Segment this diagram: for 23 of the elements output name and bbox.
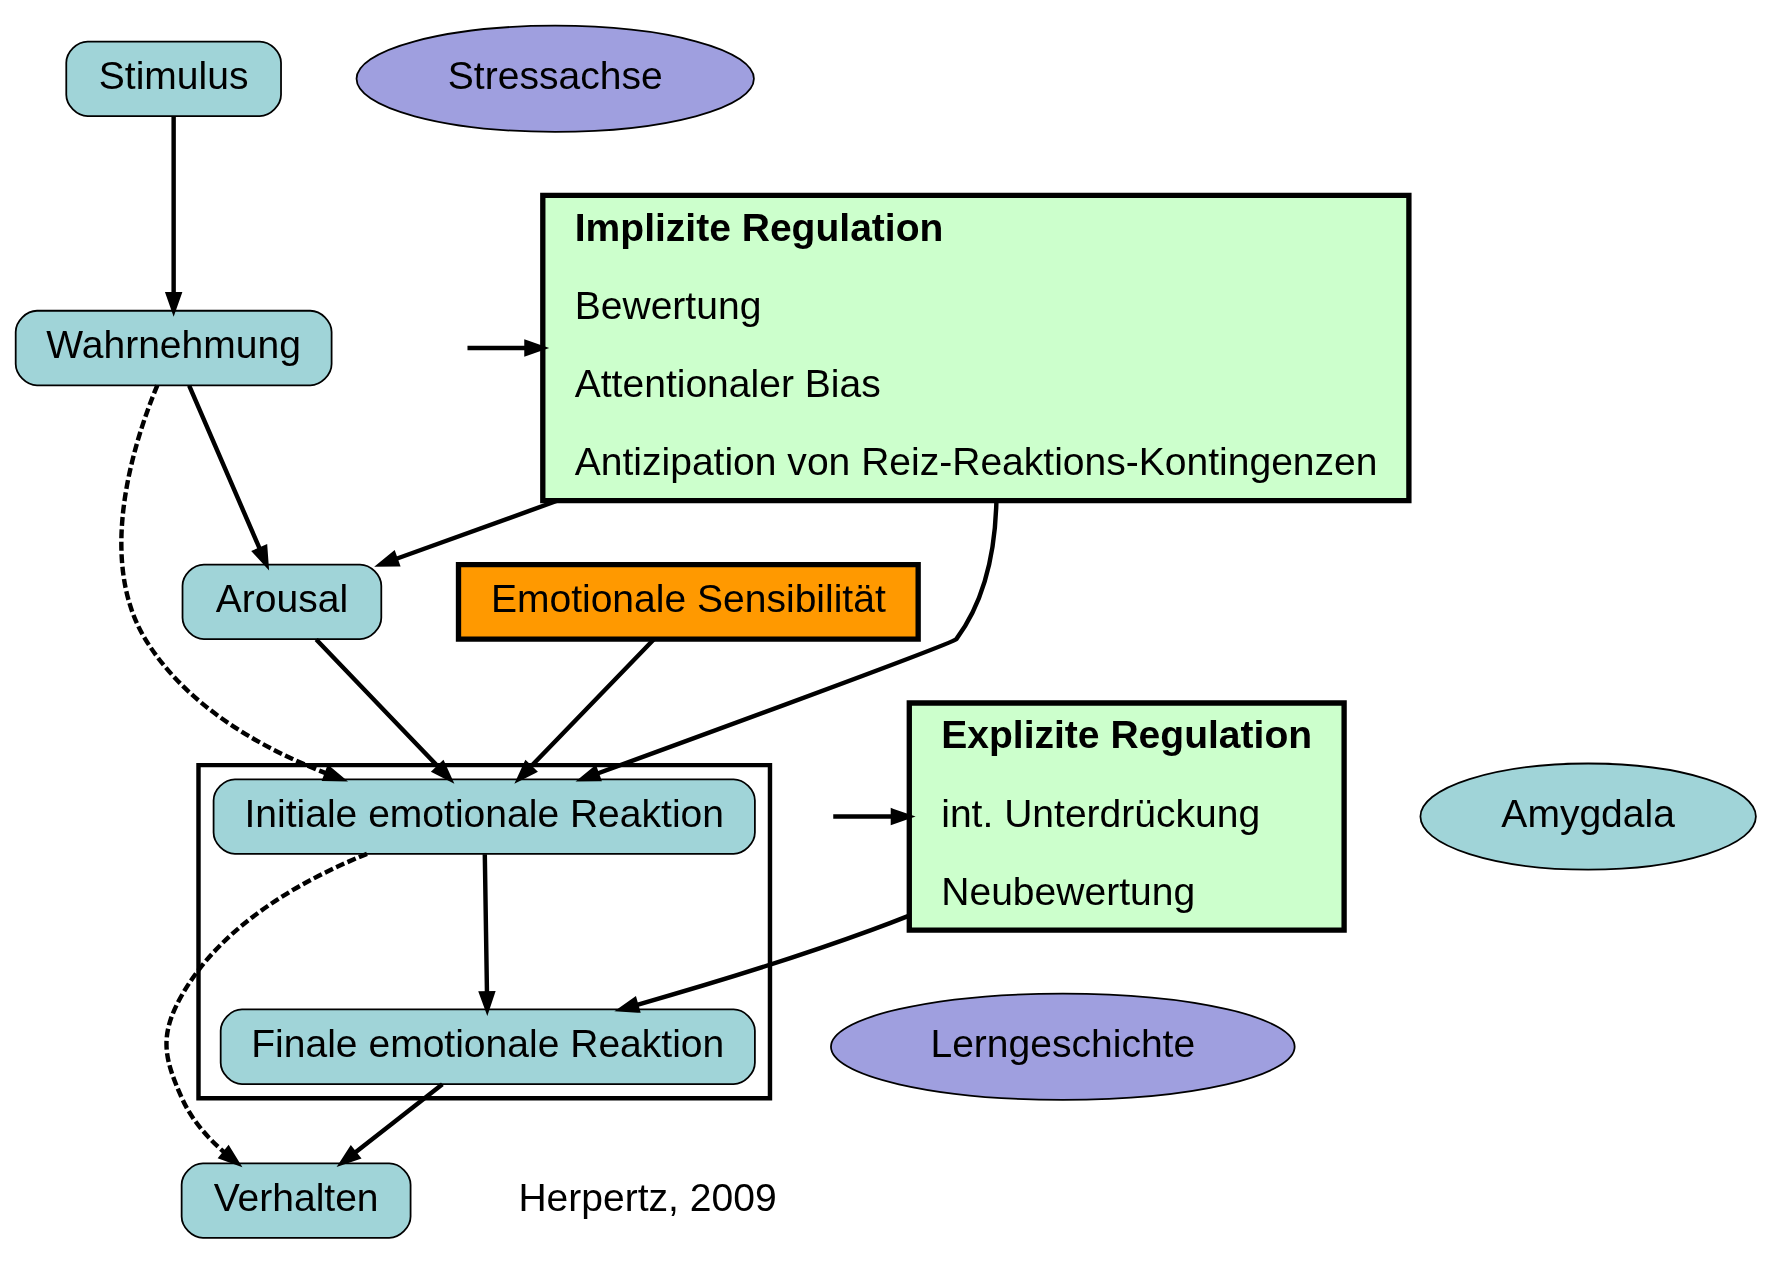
- arrow: [336, 1082, 444, 1168]
- node-box: Wahrnehmung: [14, 309, 333, 387]
- node-box: Implizite Regulation Bewertung Attentionaler Bias Antizipation von Reiz-Reaktions-Kontingenzen: [540, 192, 1412, 504]
- arrow: [467, 339, 550, 357]
- arrow: [833, 807, 916, 826]
- arrow: [164, 116, 183, 317]
- node-ellipse: Lerngeschichte: [830, 992, 1296, 1101]
- node-box: Initiale emotionale Reaktion: [212, 778, 756, 855]
- node-box: Arousal: [181, 563, 383, 640]
- node-box: Explizite Regulation int. Unterdrückung Neubewertung: [906, 700, 1347, 933]
- node-ellipse: Amygdala: [1419, 762, 1757, 871]
- node-box: Emotionale Sensibilität: [455, 561, 921, 642]
- arrow: [575, 500, 999, 782]
- node-box: Verhalten: [180, 1162, 412, 1239]
- arrow: [314, 637, 455, 784]
- label: Herpertz, 2009: [518, 1175, 777, 1219]
- node-box: Finale emotionale Reaktion: [219, 1008, 756, 1085]
- arrow: [187, 384, 270, 571]
- node-box: Stimulus: [65, 40, 282, 117]
- arrow: [119, 384, 349, 782]
- node-ellipse: Stressachse: [355, 24, 755, 133]
- arrow: [478, 854, 496, 1016]
- arrow: [164, 851, 368, 1168]
